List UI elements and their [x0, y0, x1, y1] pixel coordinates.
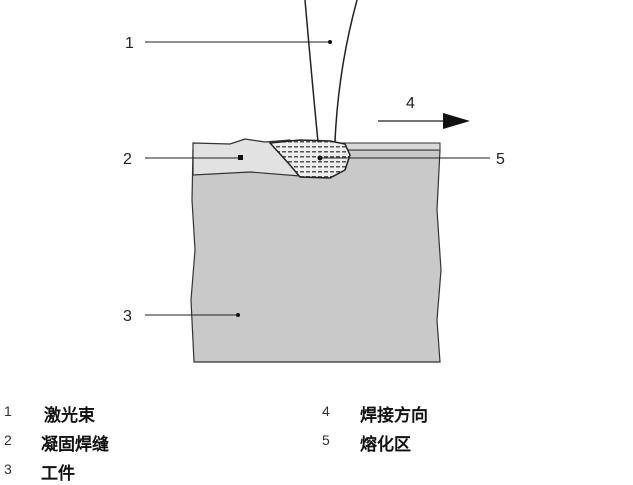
legend-text-3: 工件 [41, 464, 75, 484]
legend-num-1: 1 [4, 403, 12, 419]
laser-beam-right-edge [334, 0, 358, 143]
callout-1: 1 [125, 35, 134, 52]
legend-text-5: 熔化区 [360, 435, 411, 455]
workpiece-top-surface [339, 142, 441, 151]
laser-beam-left-edge [304, 0, 319, 143]
callout-3: 3 [123, 308, 132, 325]
callout-5: 5 [496, 151, 505, 168]
legend-num-5: 5 [322, 432, 330, 448]
legend-num-2: 2 [4, 432, 12, 448]
molten-zone [268, 139, 351, 179]
workpiece [190, 149, 442, 363]
legend-text-4: 焊接方向 [360, 406, 428, 426]
legend-num-3: 3 [4, 461, 12, 477]
legend-text-1: 激光束 [44, 406, 95, 426]
legend-text-2: 凝固焊缝 [41, 435, 109, 455]
callout-2: 2 [123, 151, 132, 168]
callout-4: 4 [406, 95, 415, 112]
legend-num-4: 4 [322, 403, 330, 419]
arrow-head-icon [443, 113, 470, 129]
